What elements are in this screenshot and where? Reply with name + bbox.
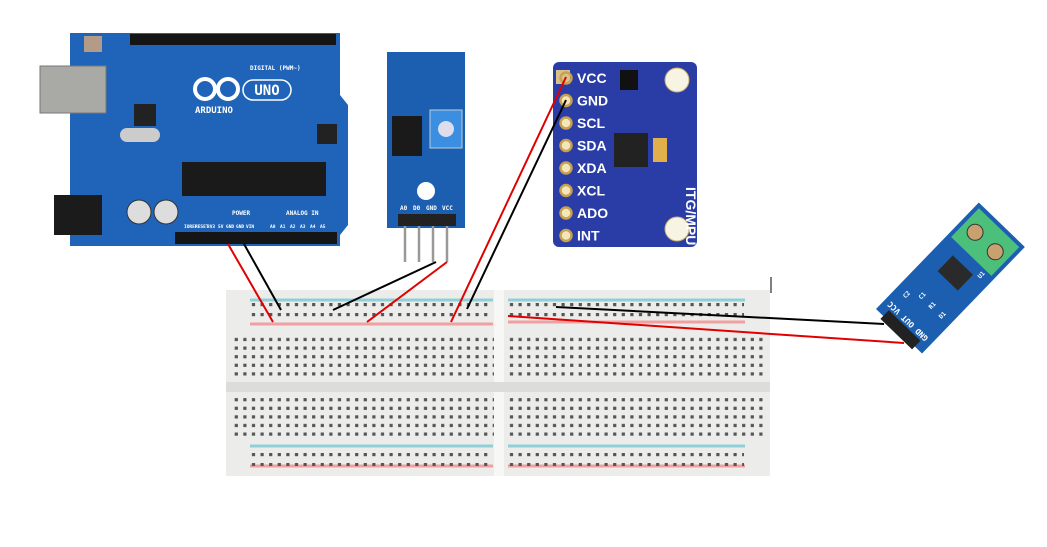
arduino-uno-board: UNO ARDUINO DIGITAL (PWM~) POWER ANALOG … [39,33,348,246]
pin-label: GND [236,224,244,230]
mpu-pin-label-ado: ADO [577,205,608,221]
mpu-pin-scl-pad [559,116,573,130]
capacitor [126,199,152,225]
acs-component-label: R1 [928,301,938,311]
analog-label: ANALOG IN [286,210,319,217]
potentiometer-knob [438,121,454,137]
digital-label: DIGITAL (PWM~) [250,65,301,72]
wire-arduino-gnd [243,243,282,311]
screw-icon [986,243,1004,261]
crystal [120,128,160,142]
mpu-pin-label-sda: SDA [577,138,607,154]
ir-sensor-module: A0 D0 GND VCC [387,52,465,262]
wire-ir-vcc [366,261,448,323]
wire-mpu-vcc [450,76,567,323]
wire-ir-gnd [332,261,437,311]
mpu-pin-vcc-pad [559,71,573,85]
top-rail-holes [250,303,490,321]
mpu-chip [614,133,648,167]
arduino-model: UNO [254,83,279,99]
atmega-chip [182,162,326,196]
pin-label: VIN [246,224,254,230]
mounting-hole [664,67,690,93]
screw-terminal [951,208,1020,276]
arduino-logo-icon [193,77,240,101]
terminal-strip-lower-right [506,395,764,438]
acs-pin-header [880,310,921,350]
screw-icon [966,223,984,241]
power-label: POWER [232,210,250,217]
breadboard [226,290,770,476]
digital-header [130,34,336,45]
uno-badge [242,79,292,101]
mpu-pin-label-xcl: XCL [577,183,605,199]
mpu-pin-ado-pad [559,206,573,220]
wire-mpu-gnd [466,99,567,310]
pin-label: A0 [270,224,276,230]
ir-pin-label-vcc: VCC [442,205,453,212]
acs-component-label: C2 [902,290,912,300]
mpu-pin-label-vcc: VCC [577,70,607,86]
tantalum-capacitor [653,138,667,162]
terminal-strip-lower [232,395,494,438]
ir-pins [403,226,449,262]
mpu-pin-xcl-pad [559,183,573,198]
mpu-module: VCC GND SCL SDA XDA XCL ADO INT ITG/MPU [553,62,699,247]
wire-arduino-5v [227,243,274,323]
power-jack [54,195,102,235]
ir-pin-label-a0: A0 [400,205,408,212]
pin-label: 3V3 [207,224,215,230]
pin-label: A1 [280,224,286,230]
pin-label: 5V [218,224,224,230]
mpu-pin-label-gnd: GND [577,93,608,109]
reset-button [84,36,102,52]
pin-label: A4 [310,224,316,230]
pin-label: A3 [300,224,306,230]
terminal-strip-upper [232,336,494,379]
mpu-pin-xda-pad [559,161,573,175]
wire-acs-gnd [555,306,885,325]
mpu-pin-label-scl: SCL [577,115,605,131]
acs-component-label: C1 [918,291,928,301]
ir-pin-header [398,214,456,226]
pin-label: A2 [290,224,296,230]
mpu-pin-sda-pad [559,138,573,153]
bottom-rail-holes-right [508,448,744,466]
wire-acs-vcc [507,315,905,344]
wires [227,76,905,344]
mpu-pin-int-pad [559,228,573,243]
usb-port [39,65,107,114]
pin-label: RESET [195,224,209,230]
mounting-hole [664,216,690,242]
arduino-brand: ARDUINO [195,106,234,116]
pin-label: A5 [320,224,326,230]
ir-pin-label-d0: D0 [413,205,421,212]
icsp-header [317,124,337,144]
mpu-pin-label-int: INT [577,228,600,244]
mounting-hole [417,182,435,200]
acs-component-label: D1 [938,310,948,320]
mpu-pin-label-xda: XDA [577,160,607,176]
mpu-title: ITG/MPU [683,187,699,245]
capacitor [153,199,179,225]
acs-component-label: U1 [977,270,987,280]
current-sensor-module: GND OUT VCC C2 C1 R1 D1 U1 [876,202,1025,354]
usb-chip [134,104,156,126]
power-analog-header [175,232,337,244]
pin-label: GND [226,224,234,230]
pin-label: IOREF [184,224,198,230]
ir-pin-label-gnd: GND [426,205,437,212]
bottom-rail-holes [250,448,490,466]
center-channel [226,382,770,392]
regulator-chip [620,70,638,90]
terminal-strip-upper-right [506,336,764,379]
comparator-chip [392,116,422,156]
acs-chip [937,255,973,291]
